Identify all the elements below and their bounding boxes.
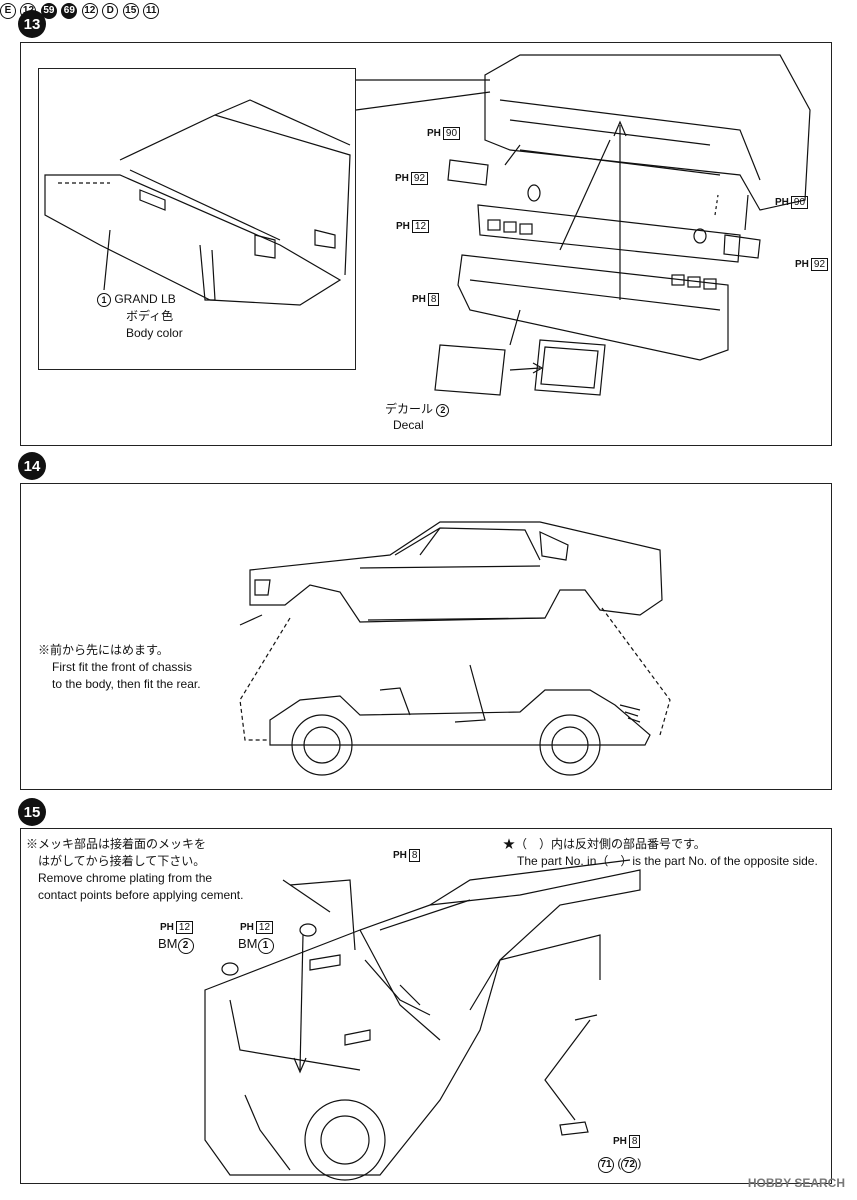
step-15-note-en2: contact points before applying cement.	[38, 888, 244, 902]
step-15-note-jp2: はがしてから接着して下さい。	[38, 854, 206, 868]
part-69: 69	[61, 2, 78, 19]
step-14-badge: 14	[18, 452, 46, 480]
step-15-note-en1: Remove chrome plating from the	[38, 871, 213, 885]
step-14-note-en1: First fit the front of chassis	[52, 660, 193, 674]
step-15-badge: 15	[18, 798, 46, 826]
step-13-badge: 13	[18, 10, 46, 38]
step-14-note-jp: ※前から先にはめます。	[38, 643, 169, 657]
decal-label: デカール 2	[385, 401, 450, 417]
step-13-inset	[38, 68, 356, 370]
inset-color-jp: ボディ色	[126, 309, 174, 323]
step-13-frame	[20, 42, 832, 446]
decal-label-en: Decal	[393, 418, 424, 432]
part-12-b: 12	[81, 2, 98, 19]
part-15: 15	[122, 2, 139, 19]
step-15-star-jp: ★（ ）内は反対側の部品番号です。	[503, 837, 706, 851]
step-number: 13	[23, 15, 41, 33]
inset-color-en: Body color	[126, 326, 183, 340]
step-15-star-en: The part No. in（ ）is the part No. of the…	[517, 854, 818, 868]
inset-part-label: 1 GRAND LB	[97, 291, 176, 307]
label-d: D	[102, 2, 119, 19]
label-e: E	[0, 2, 16, 19]
part-11: 11	[143, 2, 160, 19]
step-15-frame	[20, 828, 832, 1184]
step-15-note-jp1: ※メッキ部品は接着面のメッキを	[26, 837, 207, 851]
watermark: HOBBY SEARCH	[747, 1176, 845, 1190]
part-59: 59	[40, 2, 57, 19]
part-71-72: 71 (72)	[598, 1155, 641, 1173]
step-14-frame	[20, 483, 832, 790]
step-14-note-en2: to the body, then fit the rear.	[52, 677, 201, 691]
